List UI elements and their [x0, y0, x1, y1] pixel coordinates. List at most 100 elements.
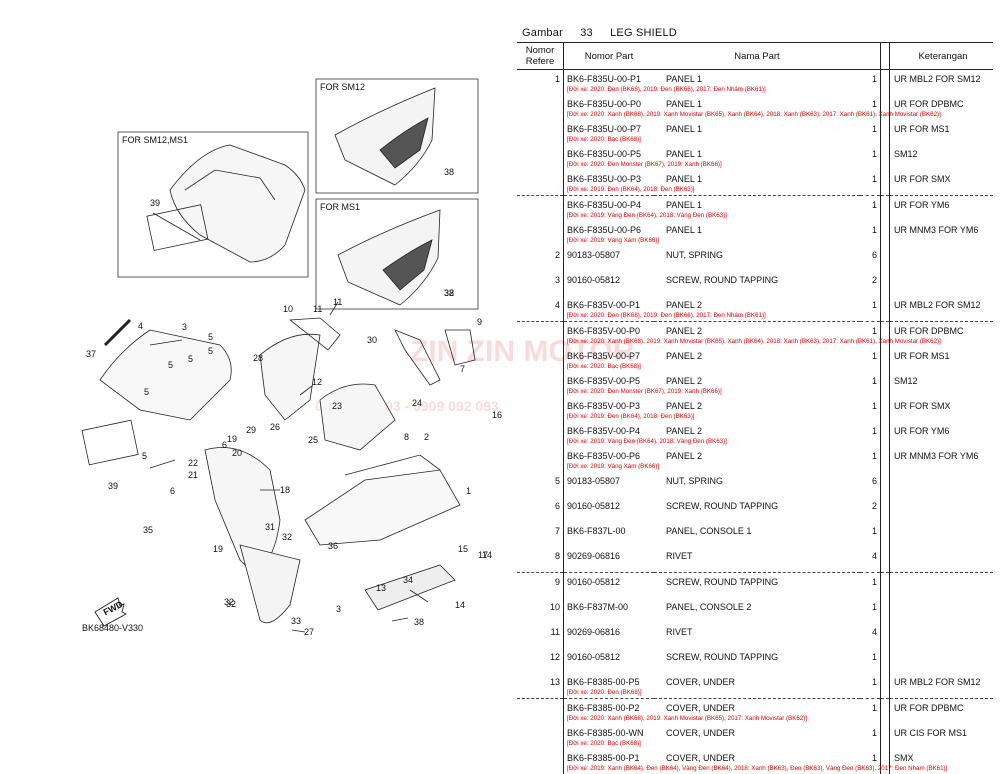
- model-year-note: [Đời xe: 2020: Đen (BK68)]: [567, 689, 642, 696]
- callout-number: 28: [253, 353, 263, 363]
- qty-cell: 1: [860, 372, 881, 387]
- model-year-note: [Đời xe: 2020: Đen (BK68), 2019: Đen (BK…: [567, 86, 766, 93]
- part-no-cell: BK6-F835U-00-P3: [567, 174, 642, 184]
- note-ref-gap: [517, 562, 564, 573]
- note-qty-gap: [860, 613, 881, 623]
- remarks-cell: [890, 598, 994, 613]
- figure-number: 33: [580, 27, 593, 39]
- remarks-cell: [890, 522, 994, 537]
- ref-cell: [517, 95, 564, 110]
- callout-number: 10: [283, 304, 293, 314]
- part-no-cell: BK6-F835V-00-P6: [567, 451, 641, 461]
- ref-cell: 2: [517, 246, 564, 261]
- part-no-cell: BK6-F835V-00-P4: [567, 426, 641, 436]
- note-ref-gap: [517, 110, 564, 120]
- note-cell: [Đời xe: 2020: Đen (BK68), 2019: Đen (BK…: [564, 311, 861, 322]
- ref-cell: [517, 347, 564, 362]
- name-cell: PANEL, CONSOLE 1: [666, 526, 752, 536]
- name-cell: PANEL 1: [666, 99, 703, 109]
- note-ref-gap: [517, 638, 564, 648]
- part-no-cell: BK6-F835V-00-P7: [567, 351, 641, 361]
- note-cell: [Đời xe: 2020: Xanh (BK68), 2019: Xanh M…: [564, 337, 941, 347]
- remarks-cell: [889, 572, 993, 588]
- name-cell: PANEL 1: [666, 225, 703, 235]
- name-cell: SCREW, ROUND TAPPING: [666, 501, 779, 511]
- note-rem-gap: [890, 512, 994, 522]
- callout-number: 22: [188, 458, 198, 468]
- name-cell: PANEL 1: [654, 195, 860, 211]
- note-ref-gap: [517, 512, 564, 522]
- part-no-cell: 90269-06816: [567, 551, 621, 561]
- remarks-cell: UR FOR DPBMC: [894, 99, 964, 109]
- note-qty2-gap: [880, 211, 890, 221]
- note-qty2-gap: [880, 638, 890, 648]
- note-qty-gap: [860, 412, 881, 422]
- qty-gap: [880, 195, 890, 211]
- callout-number: 21: [188, 470, 198, 480]
- qty-gap: [880, 698, 890, 714]
- name-cell: COVER, UNDER: [654, 698, 860, 714]
- ref-cell: [517, 749, 564, 764]
- note-qty-gap: [860, 562, 881, 573]
- ref-cell: [517, 145, 564, 160]
- note-qty2-gap: [880, 185, 890, 196]
- qty-gap: [880, 623, 890, 638]
- note-cell: [Đời xe: 2019: Vàng Xám (BK66)]: [564, 236, 861, 246]
- note-rem-gap: [890, 236, 994, 246]
- note-ref-gap: [517, 412, 564, 422]
- col-name: Nama Part: [654, 42, 860, 70]
- note-qty-gap: [860, 663, 881, 673]
- name-cell: NUT, SPRING: [666, 250, 724, 260]
- qty-gap: [880, 497, 890, 512]
- qty-cell: 1: [860, 120, 881, 135]
- remarks-cell: SM12: [894, 149, 918, 159]
- note-rem-gap: [890, 663, 994, 673]
- figure-label: Gambar: [522, 27, 563, 39]
- note-row: [517, 487, 993, 497]
- qty-cell: 1: [860, 397, 881, 412]
- qty-cell: 6: [860, 246, 881, 261]
- qty-cell: 1: [860, 347, 881, 362]
- note-qty-gap: [860, 638, 881, 648]
- remarks-cell: [890, 623, 994, 638]
- note-qty-gap: [860, 311, 881, 322]
- note-ref-gap: [517, 160, 564, 170]
- qty-cell: 1: [860, 648, 881, 663]
- name-cell: COVER, UNDER: [666, 728, 736, 738]
- name-cell: PANEL 2: [666, 426, 703, 436]
- callout-number: 39: [150, 198, 160, 208]
- qty-gap: [880, 246, 890, 261]
- name-cell: PANEL 2: [666, 300, 703, 310]
- ref-cell: 5: [517, 472, 564, 487]
- note-qty2-gap: [880, 236, 890, 246]
- note-qty-gap: [860, 362, 881, 372]
- note-cell: [Đời xe: 2020: Bạc (BK68)]: [564, 739, 861, 749]
- qty-cell: 1: [860, 422, 881, 437]
- note-rem-gap: [890, 85, 994, 95]
- callout-number: 19: [213, 544, 223, 554]
- note-cell: [564, 261, 861, 271]
- note-ref-gap: [517, 311, 564, 322]
- name-cell: NUT, SPRING: [666, 476, 724, 486]
- note-qty-gap: [860, 487, 881, 497]
- callout-number: 32: [282, 532, 292, 542]
- note-ref-gap: [517, 739, 564, 749]
- model-year-note: [Đời xe: 2020: Đen (BK68), 2019: Đen (BK…: [567, 312, 766, 319]
- remarks-cell: [890, 246, 994, 261]
- note-ref-gap: [517, 236, 564, 246]
- qty-cell: 1: [860, 724, 881, 739]
- note-cell: [Đời xe: 2020: Xanh (BK68), 2019: Xanh M…: [564, 110, 941, 120]
- note-rem-gap: [890, 714, 994, 724]
- name-cell: RIVET: [666, 627, 693, 637]
- remarks-cell: UR FOR SMX: [894, 174, 951, 184]
- note-ref-gap: [517, 537, 564, 547]
- part-no-cell: 90160-05812: [567, 652, 621, 662]
- qty-cell: 1: [860, 145, 881, 160]
- exploded-parts-diagram: FOR SM12,MS1 FOR SM12 FOR MS1: [81, 78, 502, 637]
- model-year-note: [Đời xe: 2020: Xanh (BK68), 2019: Xanh M…: [567, 111, 941, 118]
- name-cell: COVER, UNDER: [666, 677, 736, 687]
